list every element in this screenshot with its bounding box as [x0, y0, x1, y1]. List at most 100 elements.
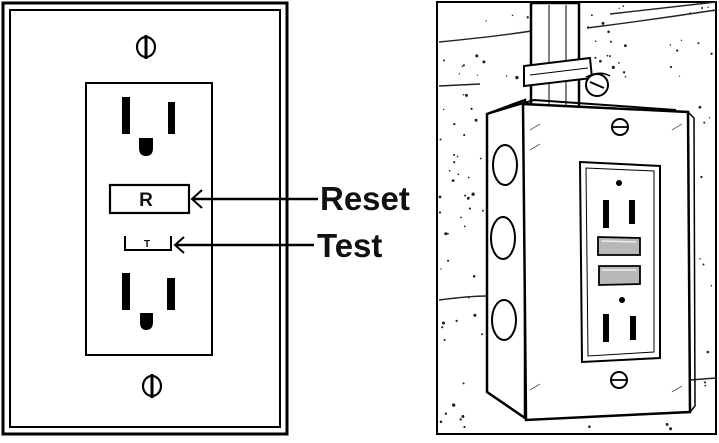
- stucco-speck: [594, 56, 597, 59]
- test-button-letter: T: [144, 239, 150, 250]
- stucco-speck: [476, 74, 478, 76]
- plate-bottom-screw-icon: [610, 371, 628, 389]
- stucco-speck: [609, 40, 613, 43]
- bottom-screw-icon: [141, 374, 163, 398]
- stucco-speck: [669, 427, 673, 431]
- stucco-speck: [439, 420, 443, 424]
- stucco-speck: [702, 263, 705, 266]
- stucco-speck: [676, 49, 679, 52]
- stucco-speck: [710, 52, 713, 55]
- stucco-speck: [462, 382, 465, 385]
- wall-plate-inner-frame: [9, 9, 281, 428]
- schematic-panel: R T: [1, 1, 289, 436]
- stucco-speck: [511, 14, 514, 17]
- lower-outlet-icon: [122, 273, 175, 330]
- stucco-speck: [461, 65, 464, 68]
- stucco-speck: [606, 54, 609, 57]
- stucco-speck: [440, 268, 442, 270]
- stucco-speck: [438, 195, 442, 199]
- stucco-speck: [697, 42, 700, 45]
- stucco-speck: [465, 93, 468, 97]
- stucco-speck: [459, 418, 462, 421]
- test-reset-buttons: [597, 236, 641, 286]
- stucco-speck: [482, 60, 486, 64]
- stucco-speck: [441, 326, 444, 329]
- stucco-speck: [588, 425, 591, 429]
- stucco-speck: [624, 75, 627, 78]
- stucco-speck: [463, 133, 466, 137]
- stucco-speck: [485, 20, 487, 22]
- stucco-speck: [701, 7, 704, 9]
- stucco-speck: [679, 75, 681, 77]
- lower-socket-icon: [603, 297, 636, 342]
- stucco-speck: [669, 65, 673, 69]
- gfci-receptacle: [578, 160, 661, 364]
- stucco-speck: [622, 5, 625, 8]
- stucco-speck: [710, 284, 713, 287]
- stucco-speck: [706, 350, 710, 354]
- stucco-speck: [443, 59, 445, 62]
- stucco-speck: [439, 138, 442, 141]
- stucco-speck: [456, 155, 459, 158]
- conduit-pipe: [523, 1, 611, 115]
- stucco-speck: [703, 121, 706, 124]
- upper-socket-icon: [603, 180, 635, 228]
- receptacle-body: [85, 82, 213, 356]
- upper-outlet-icon: [122, 97, 175, 156]
- stucco-speck: [481, 209, 484, 212]
- stucco-speck: [590, 14, 593, 17]
- stucco-speck: [526, 16, 529, 19]
- stucco-speck: [446, 232, 449, 235]
- stucco-speck: [473, 313, 477, 317]
- electrical-box: [485, 98, 677, 421]
- stucco-speck: [601, 21, 605, 25]
- stucco-speck: [451, 179, 455, 182]
- stucco-speck: [700, 175, 703, 179]
- stucco-speck: [471, 192, 475, 196]
- stucco-speck: [481, 333, 484, 336]
- stucco-speck: [455, 319, 458, 322]
- top-screw-icon: [135, 35, 157, 59]
- stucco-speck: [608, 55, 611, 58]
- test-button-icon: T: [124, 236, 172, 251]
- stucco-speck: [472, 274, 476, 278]
- stucco-speck: [458, 73, 460, 75]
- stucco-speck: [468, 207, 471, 210]
- stucco-speck: [453, 153, 455, 156]
- stucco-speck: [607, 30, 610, 34]
- stucco-speck: [505, 75, 508, 77]
- stucco-speck: [599, 59, 602, 63]
- test-label: Test: [317, 227, 382, 264]
- stucco-speck: [699, 257, 701, 260]
- stucco-speck: [453, 161, 456, 164]
- stucco-speck: [479, 157, 482, 160]
- stucco-speck: [464, 194, 467, 197]
- stucco-speck: [708, 117, 711, 119]
- reset-label: Reset: [320, 180, 410, 217]
- wall-texture: [438, 5, 715, 431]
- stucco-speck: [448, 169, 451, 172]
- stucco-speck: [618, 62, 620, 64]
- stucco-speck: [704, 384, 707, 387]
- stucco-speck: [618, 7, 620, 9]
- stucco-speck: [623, 44, 627, 48]
- stucco-speck: [467, 176, 470, 179]
- stucco-speck: [443, 338, 446, 341]
- stucco-speck: [698, 105, 702, 109]
- stucco-speck: [515, 75, 519, 80]
- stucco-speck: [466, 196, 470, 200]
- stucco-speck: [444, 232, 448, 236]
- stucco-speck: [470, 107, 473, 110]
- stucco-speck: [462, 93, 465, 96]
- stucco-speck: [462, 64, 465, 67]
- stucco-speck: [594, 40, 597, 42]
- reset-button-letter: R: [139, 190, 153, 211]
- stucco-speck: [457, 173, 460, 176]
- stucco-speck: [460, 216, 462, 219]
- test-callout-arrow: [173, 236, 314, 254]
- installed-outlet-drawing: [436, 1, 717, 435]
- stucco-speck: [622, 71, 626, 74]
- reset-button-icon: R: [108, 183, 191, 215]
- stucco-speck: [665, 422, 669, 426]
